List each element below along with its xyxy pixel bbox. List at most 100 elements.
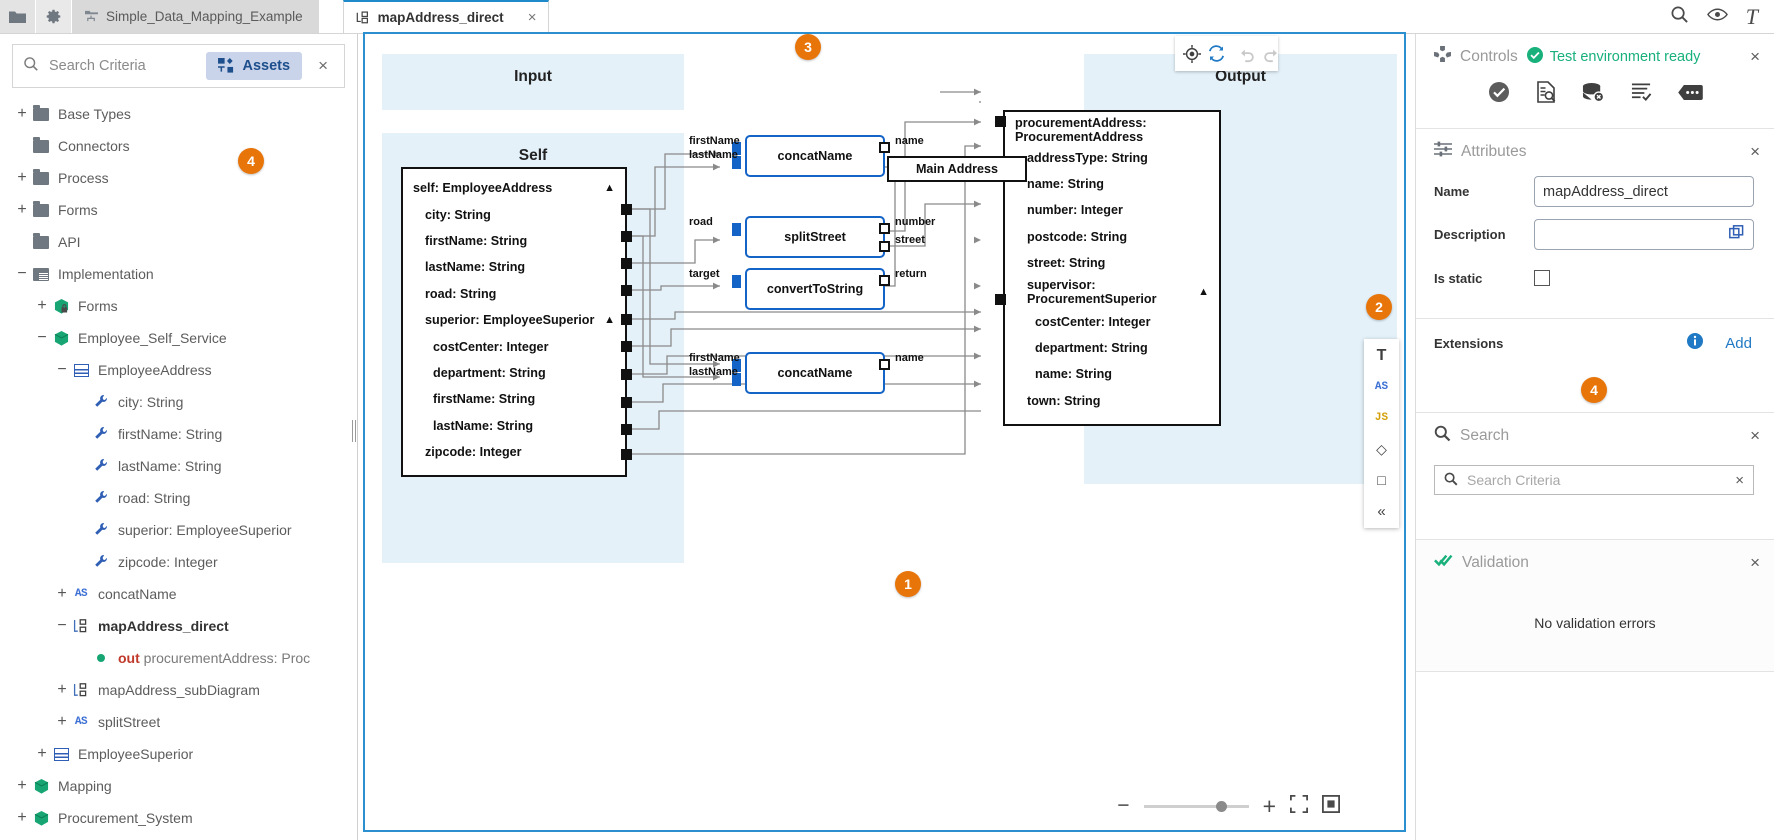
tree-toggle[interactable]: − [57,361,67,378]
add-extension-button[interactable]: Add [1725,335,1752,352]
fit-screen-icon[interactable] [1290,794,1308,818]
diagram-canvas[interactable]: Input Self Output [363,32,1406,832]
folder-icon[interactable] [0,0,36,33]
refresh-icon[interactable] [1207,43,1226,64]
node-field[interactable]: addressType: String [1027,150,1148,165]
tree-item[interactable]: zipcode: Integer [0,546,357,578]
zoom-slider-knob[interactable] [1215,800,1227,812]
function-1-in-port-0[interactable] [732,223,741,236]
clear-database-icon[interactable] [1582,82,1605,108]
shape-tool-icon[interactable]: ◇ [1376,440,1387,457]
function-2-out-port-0[interactable] [879,275,890,286]
mapping-tool-icon[interactable]: □ [1377,472,1386,488]
actual-size-icon[interactable] [1322,794,1340,818]
node-field[interactable]: lastName: String [425,260,526,275]
node-field[interactable]: costCenter: Integer [433,339,549,354]
tree-toggle[interactable]: + [17,201,27,218]
close-icon[interactable]: × [527,9,537,26]
tree-item[interactable]: −Employee_Self_Service [0,322,357,354]
undo-icon[interactable] [1238,43,1256,64]
self-out-port-3[interactable] [621,285,632,296]
tree-item[interactable]: +Forms [0,290,357,322]
clear-icon[interactable]: × [1735,471,1744,489]
node-field[interactable]: costCenter: Integer [1035,314,1151,329]
function-node-converttostring[interactable]: convertToString [745,268,885,310]
node-field[interactable]: department: String [433,365,546,380]
close-icon[interactable]: × [1750,426,1760,445]
is-static-checkbox[interactable] [1534,270,1550,286]
node-field[interactable]: zipcode: Integer [425,445,522,460]
collapse-caret-icon[interactable]: ▲ [604,314,615,327]
text-format-icon[interactable]: T [1745,3,1758,29]
tree-item[interactable]: out procurementAddress: Proc [0,642,357,674]
function-0-out-port-0[interactable] [879,142,890,153]
tree-toggle[interactable]: + [37,745,47,762]
function-3-out-port-0[interactable] [879,359,890,370]
tree-item[interactable]: API [0,226,357,258]
target-icon[interactable] [1183,43,1201,64]
tree-toggle[interactable]: + [17,105,27,122]
output-anchor-procurementaddress[interactable] [995,116,1006,127]
tree-item[interactable]: superior: EmployeeSuperior [0,514,357,546]
tree-item[interactable]: road: String [0,482,357,514]
text-tool-icon[interactable]: T [1376,347,1387,364]
tree-item[interactable]: +Procurement_System [0,802,357,834]
copy-icon[interactable] [1729,224,1745,245]
node-field[interactable]: name: String [1027,176,1104,191]
js-function-icon[interactable]: JS [1374,412,1389,424]
canvas-toolbar[interactable] [1175,36,1278,71]
description-input[interactable] [1534,219,1754,250]
tree-toggle[interactable]: + [17,777,27,794]
close-icon[interactable]: × [1750,141,1760,161]
search-icon[interactable] [1670,5,1689,29]
eye-icon[interactable] [1706,7,1728,27]
info-icon[interactable] [1687,333,1704,354]
log-check-icon[interactable] [1631,82,1652,107]
document-tab[interactable]: mapAddress_direct × [342,0,550,33]
tree-toggle[interactable]: + [57,585,67,602]
collapse-caret-icon[interactable]: ▲ [1198,286,1209,299]
close-icon[interactable]: × [1750,46,1760,66]
node-field[interactable]: street: String [1027,256,1106,271]
tree-toggle[interactable]: − [57,617,67,634]
function-1-out-port-0[interactable] [879,223,890,234]
tree-item[interactable]: +Process [0,162,357,194]
tree-item[interactable]: +Base Types [0,98,357,130]
search-criteria-input[interactable]: Search Criteria × [1434,465,1754,495]
node-field[interactable]: superior: EmployeeSuperior▲ [425,313,615,328]
tree-toggle[interactable]: + [57,713,67,730]
close-icon[interactable]: × [1750,552,1760,572]
node-field[interactable]: firstName: String [433,392,536,407]
run-test-icon[interactable] [1488,81,1510,108]
function-0-in-port-0[interactable] [732,142,741,155]
tree-item[interactable]: Libraries [0,834,357,840]
more-options-icon[interactable] [1677,84,1703,106]
function-node-concatname-2[interactable]: concatName [745,352,885,394]
node-field[interactable]: city: String [425,207,491,222]
node-field[interactable]: name: String [1035,367,1112,382]
zoom-in-button[interactable]: + [1262,792,1276,819]
output-anchor-supervisor[interactable] [995,294,1006,305]
tree-item[interactable]: +mapAddress_subDiagram [0,674,357,706]
self-out-port-2[interactable] [621,258,632,269]
node-field[interactable]: postcode: String [1027,229,1128,244]
function-0-in-port-1[interactable] [732,156,741,169]
tree-item[interactable]: +EmployeeSuperior [0,738,357,770]
search-input[interactable]: Search Criteria [49,58,146,74]
function-node-splitstreet[interactable]: splitStreet [745,216,885,258]
self-out-port-5[interactable] [621,341,632,352]
tree-item[interactable]: −mapAddress_direct [0,610,357,642]
node-field[interactable]: department: String [1035,340,1148,355]
tree-item[interactable]: +Mapping [0,770,357,802]
zoom-slider[interactable] [1143,800,1249,812]
tree-toggle[interactable]: − [37,329,47,346]
node-field[interactable]: firstName: String [425,233,528,248]
tree-item[interactable]: −EmployeeAddress [0,354,357,386]
tree-item[interactable]: firstName: String [0,418,357,450]
node-field[interactable]: town: String [1027,393,1101,408]
function-node-concatname-1[interactable]: concatName [745,135,885,177]
search-criteria-box[interactable]: Search Criteria Assets × [12,44,345,88]
inspect-document-icon[interactable] [1536,81,1556,108]
